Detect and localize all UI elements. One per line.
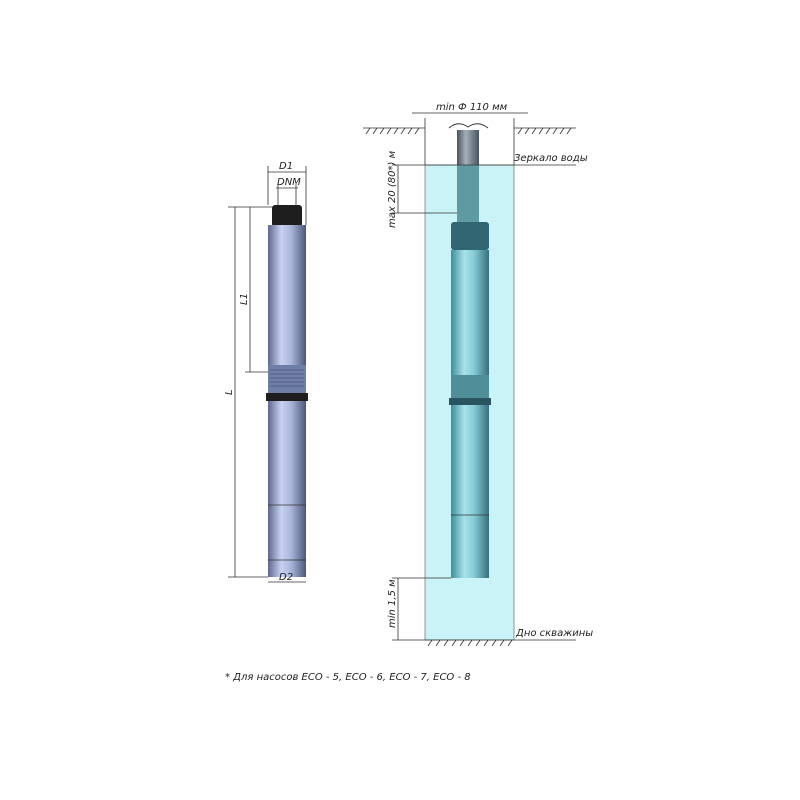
discharge-pipe xyxy=(457,130,479,165)
submerged-pump-motor xyxy=(451,405,489,578)
max-depth-label: max 20 (80*) м xyxy=(387,150,398,228)
pump-cap xyxy=(272,205,302,227)
submerged-pump-body xyxy=(451,250,489,375)
well-diameter-label: min Ф 110 мм xyxy=(436,102,508,113)
submerged-pump-head xyxy=(451,222,489,250)
d2-label: D2 xyxy=(279,572,293,583)
well-installation: min Ф 110 мм Зеркало воды max 20 (80*) м… xyxy=(363,102,593,647)
min-bottom-label: min 1,5 м xyxy=(387,579,398,628)
pump-motor xyxy=(268,401,306,577)
pump-seal-ring xyxy=(266,393,308,401)
well-bottom-label: Дно скважины xyxy=(515,628,593,639)
pipe-break-mark xyxy=(448,123,489,129)
l-label: L xyxy=(224,389,235,395)
d1-label: D1 xyxy=(279,161,293,172)
footnote: * Для насосов ECO - 5, ECO - 6, ECO - 7,… xyxy=(225,672,471,683)
water-level-label: Зеркало воды xyxy=(514,153,588,164)
l1-label: L1 xyxy=(239,293,250,305)
pump-intake-band xyxy=(268,365,306,393)
pump-upper-body xyxy=(268,243,306,365)
dnm-label: DNM xyxy=(277,177,301,188)
submerged-pump-seal xyxy=(449,398,491,405)
intake-grille xyxy=(270,369,304,387)
pump-head xyxy=(268,225,306,243)
discharge-pipe-submerged xyxy=(457,165,479,225)
ground-hatch xyxy=(363,127,576,647)
left-pump: D1 DNM L L1 D2 xyxy=(224,161,308,583)
